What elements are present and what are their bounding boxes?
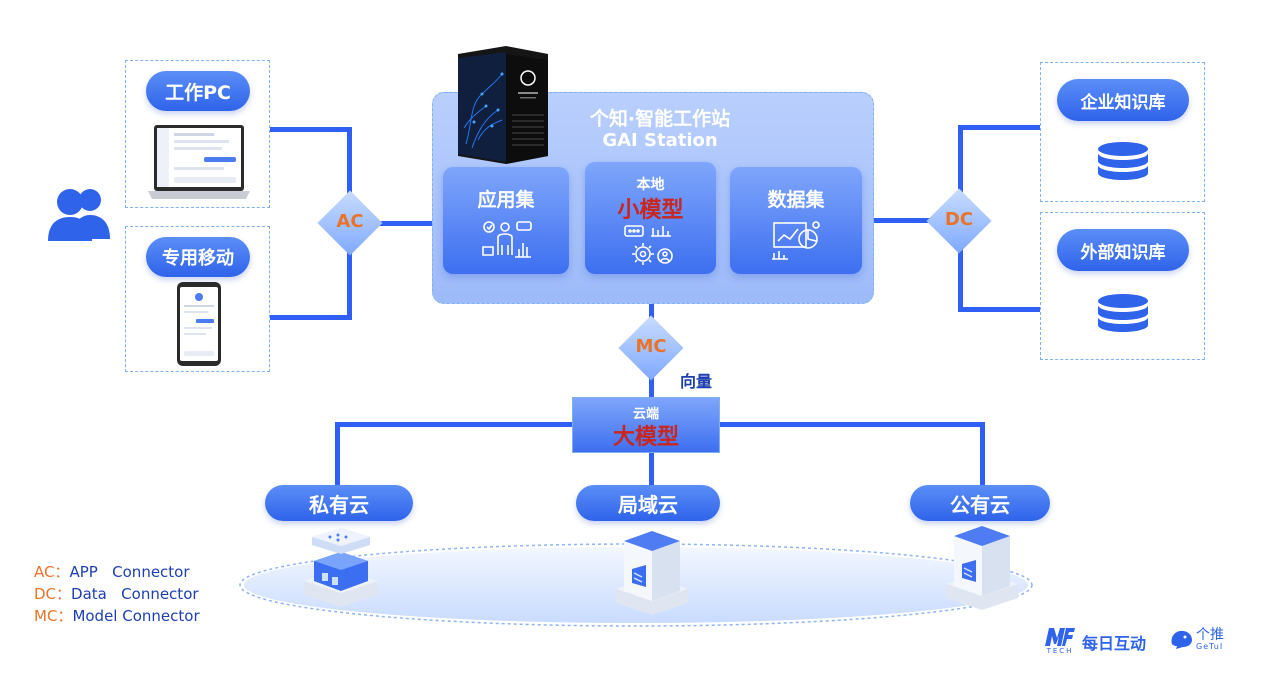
data-set-label: 数据集 — [767, 189, 825, 211]
data-set-module: 数据集 — [730, 167, 862, 274]
cloud-model-main-label: 大模型 — [612, 425, 679, 450]
local-model-main-label: 小模型 — [617, 198, 684, 223]
line-dc-to-external — [958, 307, 1040, 312]
private-cloud-label: 私有云 — [265, 485, 413, 521]
ac-label: AC — [336, 211, 364, 232]
local-model-module: 本地 小模型 — [585, 162, 716, 274]
users-icon — [44, 185, 116, 241]
enterprise-kb-label: 企业知识库 — [1057, 79, 1189, 121]
line-mobile-to-ac-h — [270, 315, 352, 320]
legend-ac-text: APP Connector — [69, 563, 190, 581]
external-kb-box: 外部知识库 — [1040, 212, 1205, 360]
pc-device-box: 工作PC — [125, 60, 270, 208]
legend-mc-sep: ： — [57, 607, 73, 625]
vector-label: 向量 — [680, 372, 713, 391]
brand-logo-text: 每日互动 — [1082, 634, 1147, 653]
app-users-chart-icon — [481, 219, 533, 265]
legend-ac: AC：APP Connector — [34, 561, 190, 582]
workstation-tower-icon — [452, 44, 552, 164]
line-pc-to-ac-h — [270, 127, 352, 132]
cloud-model-box: 云端 大模型 — [572, 397, 720, 453]
pc-label: 工作PC — [146, 71, 250, 111]
legend-mc: MC：Model Connector — [34, 605, 200, 626]
data-dashboard-icon — [772, 219, 824, 267]
public-server-icon — [942, 520, 1022, 616]
local-model-gear-icon — [623, 224, 679, 272]
line-dc-to-enterprise — [958, 125, 1040, 130]
legend-dc-sep: ： — [56, 585, 72, 603]
legend-dc: DC：Data Connector — [34, 583, 199, 604]
app-set-label: 应用集 — [477, 189, 535, 211]
app-set-module: 应用集 — [443, 167, 569, 274]
line-cloud-public-v — [980, 422, 985, 487]
station-subtitle: GAI Station — [602, 130, 718, 151]
legend-ac-key: AC — [34, 563, 55, 581]
enterprise-kb-box: 企业知识库 — [1040, 62, 1205, 202]
line-cloud-domain-v — [649, 450, 654, 488]
station-title: 个知·智能工作站 — [589, 108, 731, 130]
legend-dc-key: DC — [34, 585, 57, 603]
private-server-icon — [300, 525, 382, 613]
mobile-label: 专用移动 — [146, 237, 250, 277]
getui-logo-icon — [1168, 628, 1194, 654]
database-icon — [1097, 293, 1149, 343]
domain-cloud-label: 局域云 — [576, 485, 720, 521]
m-logo-sub: TECH — [1046, 647, 1074, 655]
dc-label: DC — [944, 209, 974, 230]
laptop-icon — [148, 123, 250, 199]
legend-ac-sep: ： — [54, 563, 70, 581]
external-kb-label: 外部知识库 — [1057, 229, 1189, 271]
line-ac-to-station — [352, 221, 444, 226]
database-icon — [1097, 141, 1149, 191]
legend-mc-text: Model Connector — [72, 607, 200, 625]
local-model-top-label: 本地 — [636, 177, 665, 193]
getui-logo-en: GeTuI — [1196, 642, 1224, 651]
m-tech-logo-icon: TECH — [1044, 626, 1076, 656]
public-cloud-label: 公有云 — [910, 485, 1050, 521]
legend-mc-key: MC — [34, 607, 58, 625]
domain-server-icon — [612, 525, 692, 621]
mobile-device-box: 专用移动 — [125, 226, 270, 372]
phone-icon — [176, 281, 222, 367]
cloud-model-top-label: 云端 — [632, 407, 659, 422]
line-data-to-dc — [862, 218, 960, 223]
legend-dc-text: Data Connector — [71, 585, 199, 603]
mc-label: MC — [635, 336, 667, 357]
line-cloud-private-v — [335, 422, 340, 487]
getui-logo-text: 个推 — [1196, 627, 1224, 643]
